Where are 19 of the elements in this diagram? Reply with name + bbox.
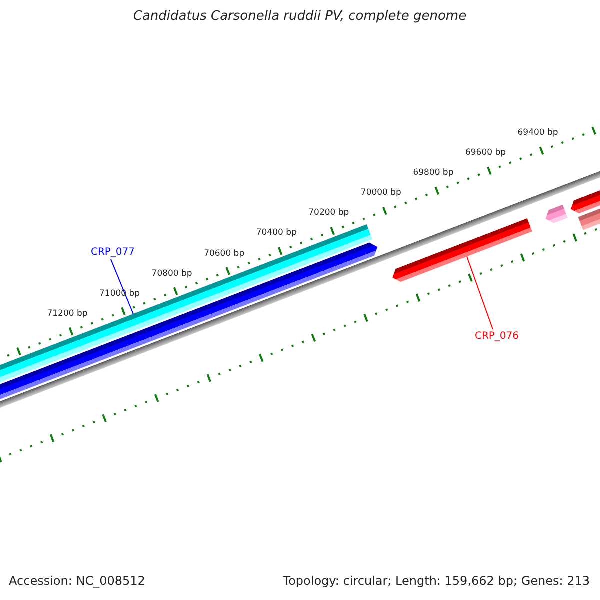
tick-label: 69400 bp [518,129,558,138]
gene-bar [0,224,373,384]
leader-line [466,256,494,330]
diagram-title: Candidatus Carsonella ruddii PV, complete genome [132,10,468,24]
gene-block [392,218,532,282]
tick-label: 70200 bp [308,209,350,219]
gene-label: CRP_077 [90,246,136,258]
gene-block [546,204,568,224]
tick-label: 70000 bp [360,189,402,199]
tick-label: 69600 bp [465,149,506,158]
tick-label: 71200 bp [47,310,88,320]
tick-label: 70800 bp [152,270,192,279]
tick-label: 69800 bp [413,169,454,179]
genome-summary: Topology: circular; Length: 159,662 bp; Genes: 213 [283,575,590,589]
accession-note: Accession: NC_008512 [9,575,146,589]
gene-block [0,242,378,402]
tick-label: 70400 bp [256,229,297,239]
gene-label: CRP_076 [474,330,520,342]
tick-label: 70600 bp [204,250,245,259]
